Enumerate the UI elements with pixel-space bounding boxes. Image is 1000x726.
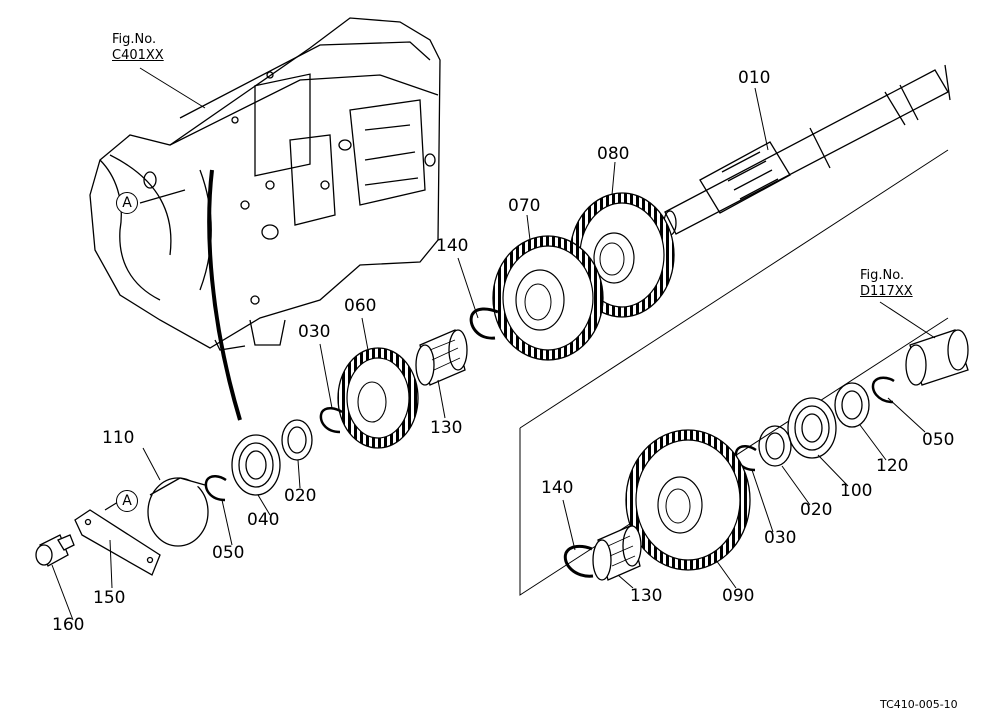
part-label-090: 090 (722, 586, 755, 606)
plate-150 (74, 509, 161, 576)
snap-ring-140-lower (563, 544, 594, 578)
cover-110 (147, 477, 209, 547)
gear-070 (492, 235, 604, 361)
part-label-030-upper: 030 (298, 322, 331, 342)
needle-bearing-130-upper (415, 329, 468, 386)
figure-ref-code: D117XX (860, 284, 913, 299)
part-label-140-upper: 140 (436, 236, 469, 256)
needle-bearing-130-lower (592, 525, 642, 581)
part-label-020-right: 020 (800, 500, 833, 520)
snap-ring-140-upper (469, 307, 499, 340)
part-label-140-lower: 140 (541, 478, 574, 498)
snap-ring-050-left (204, 475, 227, 502)
callout-marker-lower: A (116, 490, 138, 512)
bolt-160 (35, 534, 75, 567)
part-label-110: 110 (102, 428, 135, 448)
part-label-120: 120 (876, 456, 909, 476)
part-label-070: 070 (508, 196, 541, 216)
shaft-010 (663, 64, 951, 236)
transmission-housing (89, 17, 441, 351)
washer-120 (834, 382, 870, 428)
ball-bearing-040 (231, 434, 281, 496)
callout-arrow-upper (139, 189, 186, 204)
washer-020-right (758, 425, 792, 467)
callout-arrow-lower (104, 501, 119, 511)
figure-ref-heading: Fig.No. (112, 32, 157, 47)
part-label-150: 150 (93, 588, 126, 608)
part-label-060: 060 (344, 296, 377, 316)
part-label-050-left: 050 (212, 543, 245, 563)
leader-lines (51, 67, 936, 621)
figure-ref-heading: Fig.No. (860, 268, 905, 283)
part-label-080: 080 (597, 144, 630, 164)
assembly-guide-line (207, 169, 242, 421)
part-label-030-lower: 030 (764, 528, 797, 548)
part-label-040: 040 (247, 510, 280, 530)
snap-ring-030-lower (734, 445, 757, 472)
figure-ref-housing: Fig.No. C401XX (112, 32, 164, 64)
washer-020-left (281, 419, 313, 461)
part-label-100: 100 (840, 481, 873, 501)
ball-bearing-100 (787, 397, 837, 459)
part-label-160: 160 (52, 615, 85, 635)
sleeve-d117 (905, 329, 969, 386)
part-label-130-upper: 130 (430, 418, 463, 438)
part-label-010: 010 (738, 68, 771, 88)
snap-ring-030-upper (319, 407, 343, 434)
part-label-130-lower: 130 (630, 586, 663, 606)
gear-090 (625, 429, 751, 571)
snap-ring-050-right (871, 376, 895, 404)
figure-ref-sleeve: Fig.No. D117XX (860, 268, 913, 300)
drawing-number: TC410-005-10 (880, 698, 958, 711)
callout-marker-upper: A (116, 192, 138, 214)
figure-ref-code: C401XX (112, 48, 164, 63)
part-label-050-right: 050 (922, 430, 955, 450)
part-label-020-left: 020 (284, 486, 317, 506)
gear-060 (337, 347, 419, 449)
